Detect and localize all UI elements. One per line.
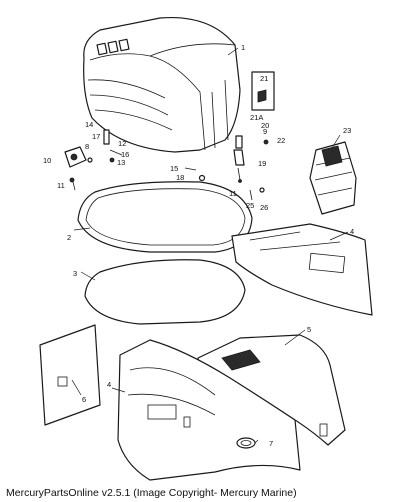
callout-12: 12 bbox=[118, 139, 126, 148]
callout-17: 17 bbox=[92, 132, 100, 141]
part-23-cover[interactable] bbox=[309, 141, 357, 215]
hardware-nut-13[interactable] bbox=[109, 157, 115, 163]
callout-6: 6 bbox=[82, 395, 86, 404]
callout-23: 23 bbox=[343, 126, 351, 135]
hardware-washer-26[interactable] bbox=[259, 187, 265, 193]
callout-16: 16 bbox=[121, 150, 129, 159]
callout-13: 13 bbox=[117, 158, 125, 167]
callout-1: 1 bbox=[241, 43, 245, 52]
callout-5: 5 bbox=[307, 325, 311, 334]
callout-7: 7 bbox=[269, 439, 273, 448]
callout-3: 3 bbox=[73, 269, 77, 278]
callout-2: 2 bbox=[67, 233, 71, 242]
callout-25: 25 bbox=[246, 201, 254, 210]
copyright-caption: MercuryPartsOnline v2.5.1 (Image Copyrig… bbox=[6, 487, 297, 499]
callout-11-left: 11 bbox=[57, 181, 65, 190]
hardware-screw-15[interactable] bbox=[184, 167, 197, 171]
cowl-seal[interactable] bbox=[77, 181, 253, 253]
part-21-box[interactable] bbox=[251, 71, 275, 111]
callout-4-lower: 4 bbox=[107, 380, 111, 389]
acoustic-panel-right[interactable] bbox=[231, 223, 373, 316]
callout-18: 18 bbox=[176, 173, 184, 182]
callout-21a: 21A bbox=[250, 113, 263, 122]
hardware-spring-16[interactable] bbox=[109, 149, 123, 156]
callout-8: 8 bbox=[85, 142, 89, 151]
hardware-screw-22[interactable] bbox=[263, 139, 269, 145]
callout-20: 20 bbox=[261, 121, 269, 130]
cowl-liner[interactable] bbox=[84, 259, 246, 325]
hardware-bolt-25[interactable] bbox=[249, 189, 253, 201]
leader-lines bbox=[71, 47, 349, 444]
callout-26: 26 bbox=[260, 203, 268, 212]
callout-21: 21 bbox=[260, 74, 268, 83]
cover-panel[interactable] bbox=[197, 334, 346, 446]
hardware-pin-8[interactable] bbox=[87, 157, 93, 163]
hardware-bracket-12[interactable] bbox=[103, 129, 110, 145]
grommet[interactable] bbox=[236, 437, 256, 449]
callout-19: 19 bbox=[258, 159, 266, 168]
hardware-latch-19[interactable] bbox=[233, 149, 245, 166]
hardware-clip-20[interactable] bbox=[235, 135, 243, 149]
top-cowl[interactable] bbox=[83, 16, 241, 153]
callout-22: 22 bbox=[277, 136, 285, 145]
callout-14: 14 bbox=[85, 120, 93, 129]
callout-11-right: 11 bbox=[229, 189, 237, 198]
callout-15: 15 bbox=[170, 164, 178, 173]
callout-4-upper: 4 bbox=[350, 227, 354, 236]
latch-assembly[interactable] bbox=[64, 146, 87, 168]
callout-9: 9 bbox=[263, 127, 267, 136]
callout-10: 10 bbox=[43, 156, 51, 165]
hardware-washer-18[interactable] bbox=[198, 174, 206, 182]
hardware-screw-11-right[interactable] bbox=[237, 167, 242, 183]
hardware-screw-11[interactable] bbox=[69, 177, 76, 191]
acoustic-panel-small[interactable] bbox=[39, 324, 101, 426]
